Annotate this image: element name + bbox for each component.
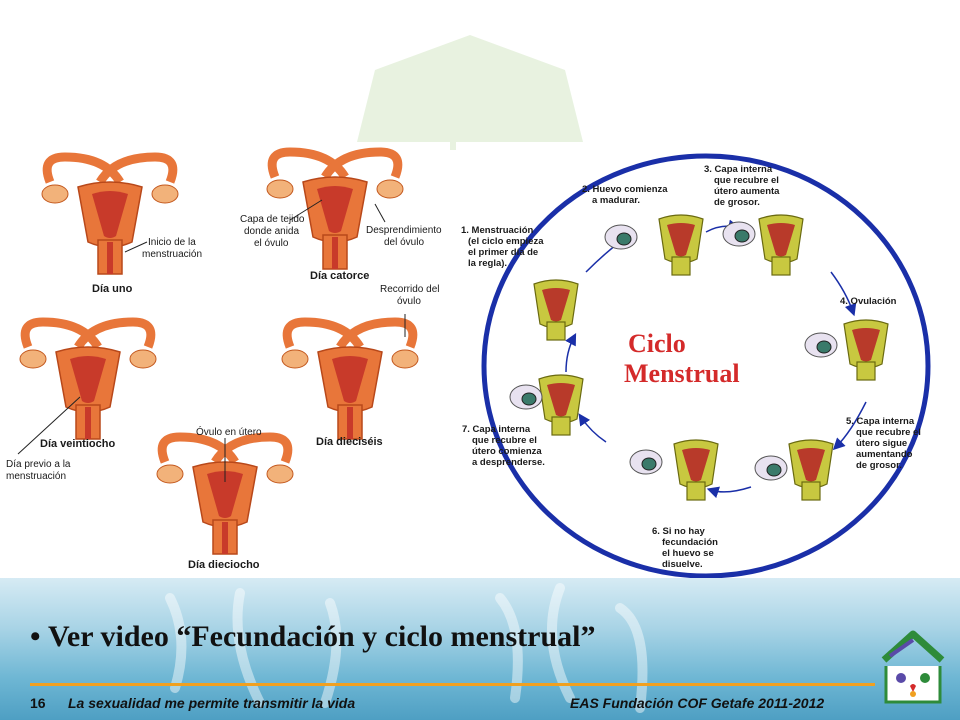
footer-right-text: EAS Fundación COF Getafe 2011-2012 xyxy=(570,695,825,711)
footer-page-number: 16 xyxy=(30,695,46,711)
cycle-outer-circle xyxy=(481,153,931,579)
menstrual-cycle-diagram: Ciclo Menstrual 1. Menstruación(el ciclo… xyxy=(456,142,960,579)
day-twentyeight-title: Día veintiocho xyxy=(40,438,115,450)
cycle-title-line2: Menstrual xyxy=(624,359,740,388)
cycle-title-line1: Ciclo xyxy=(628,329,686,358)
background-house-shape xyxy=(355,35,585,150)
footer-left-text: La sexualidad me permite transmitir la v… xyxy=(68,695,356,711)
day-sixteen-title: Día dieciséis xyxy=(316,436,383,448)
uterus-day-eighteen: Óvulo en útero Día dieciocho xyxy=(157,425,293,571)
background-figures-art xyxy=(165,583,648,713)
footer-rule xyxy=(30,683,875,686)
video-bullet: •Ver video “Fecundación y ciclo menstrua… xyxy=(30,620,595,654)
day-eighteen-label: Óvulo en útero xyxy=(196,425,262,438)
day-one-title: Día uno xyxy=(92,283,133,295)
background-gradient xyxy=(0,578,960,720)
cof-logo xyxy=(881,630,945,704)
day-eighteen-title: Día dieciocho xyxy=(188,559,260,571)
bullet-dot: • xyxy=(30,620,41,653)
cycle-step-4: 4. Ovulación xyxy=(840,296,897,307)
video-bullet-text: Ver video “Fecundación y ciclo menstrual… xyxy=(48,620,596,653)
day-fourteen-title: Día catorce xyxy=(310,270,369,282)
